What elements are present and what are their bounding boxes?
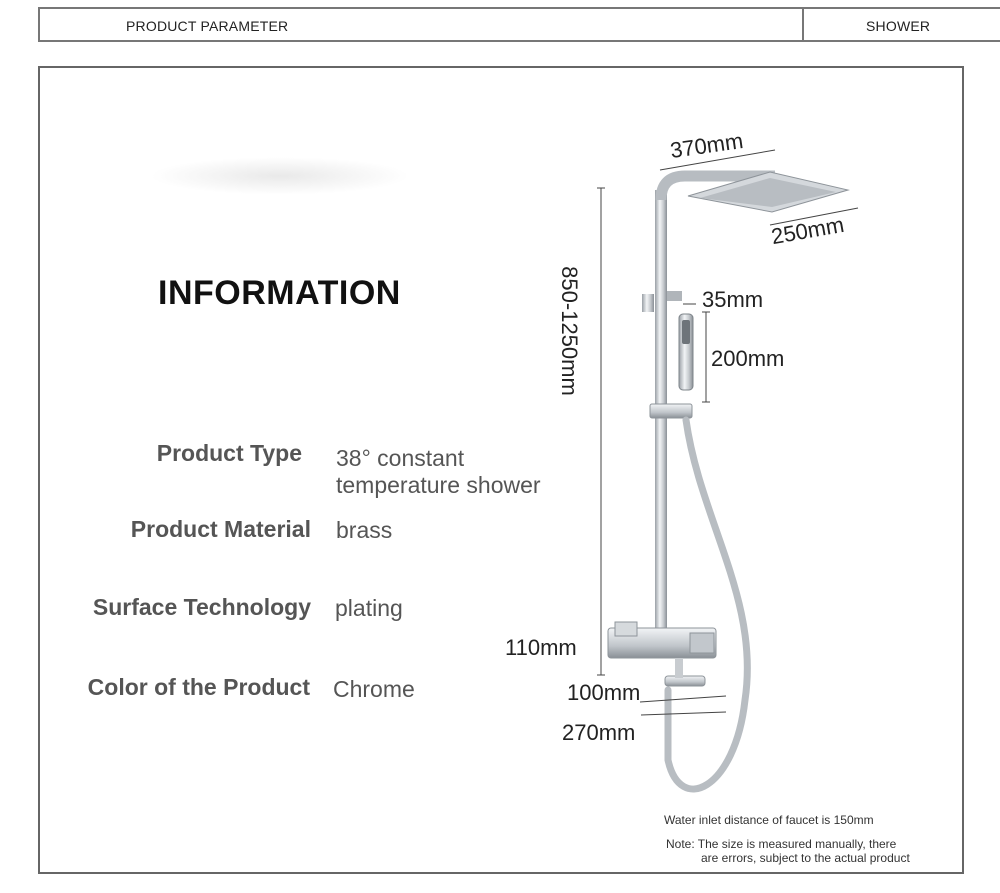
product-material-label: Product Material	[130, 516, 311, 542]
product-type-value-line2: temperature shower	[336, 472, 541, 498]
holder-knob	[667, 291, 682, 301]
shower-illustration	[597, 149, 859, 793]
hose	[664, 416, 751, 793]
spout-length-label: 100mm	[567, 680, 641, 705]
header-right-label: SHOWER	[866, 18, 931, 34]
header-left-label: PRODUCT PARAMETER	[126, 18, 289, 34]
surface-technology-value: plating	[335, 595, 403, 621]
spout-connector	[675, 658, 683, 678]
head-width-dim-line	[659, 149, 776, 171]
tub-spout	[664, 675, 706, 687]
product-parameter-header: PRODUCT PARAMETER SHOWER	[38, 7, 1000, 42]
handheld-width-label: 35mm	[702, 287, 764, 312]
hand-shower-face	[682, 320, 690, 344]
info-title: INFORMATION	[158, 274, 401, 312]
mixer-height-label: 110mm	[505, 635, 577, 660]
product-info-panel	[38, 66, 964, 874]
handheld-length-label: 200mm	[711, 346, 785, 371]
color-of-product-value: Chrome	[333, 676, 415, 702]
color-of-product-label: Color of the Product	[87, 674, 310, 700]
height-range-label: 850-1250mm	[556, 266, 582, 396]
mixer-width-label: 270mm	[562, 720, 636, 745]
mixer-knob-right	[689, 632, 715, 654]
product-type-label: Product Type	[156, 440, 302, 466]
top-arm	[655, 170, 775, 201]
spout-dim-line	[639, 695, 727, 703]
mixer-knob-left	[614, 621, 638, 637]
product-type-value-line1: 38° constant	[336, 445, 465, 471]
mixer-width-dim-line	[640, 711, 727, 716]
header-left-cell	[40, 9, 804, 40]
surface-technology-label: Surface Technology	[92, 594, 311, 620]
shower-head-face	[700, 178, 836, 207]
inlet-note: Water inlet distance of faucet is 150mm	[664, 813, 874, 827]
head-depth-dim-line	[769, 207, 859, 226]
blurred-logo	[150, 157, 410, 195]
upper-holder	[642, 294, 654, 312]
product-material-value: brass	[336, 517, 393, 543]
slide-holder	[649, 403, 693, 419]
measurement-note-line1: Note: The size is measured manually, the…	[666, 837, 897, 851]
measurement-note-line2: are errors, subject to the actual produc…	[701, 851, 910, 865]
